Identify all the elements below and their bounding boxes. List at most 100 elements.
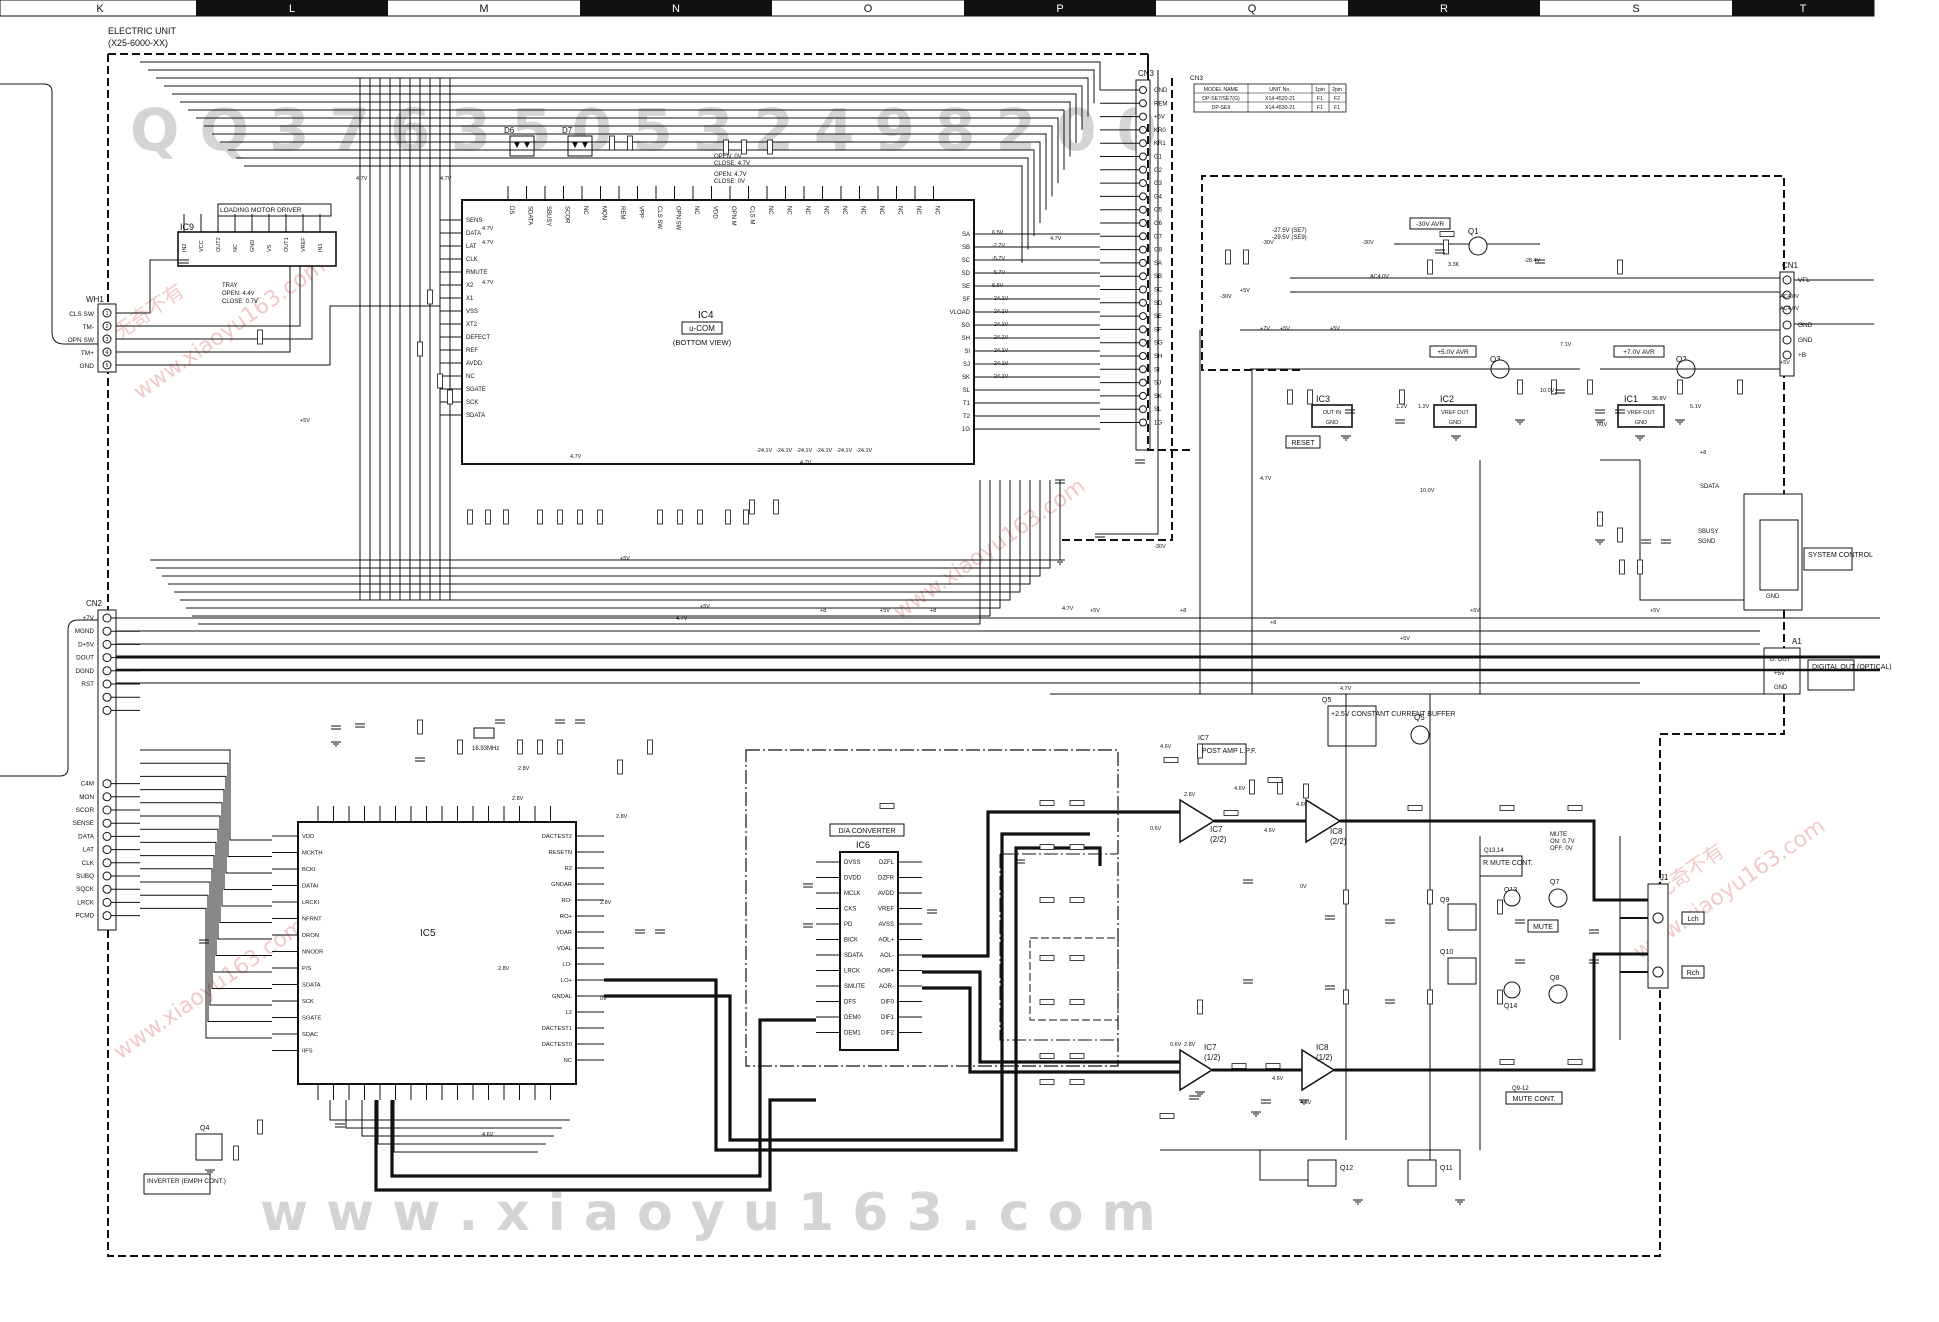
a1-function: DIGITAL OUT (OPTICAL) bbox=[1812, 664, 1892, 671]
col-T: T bbox=[1800, 3, 1807, 15]
table-header: 1pin bbox=[1315, 87, 1325, 93]
a1-pin: GND bbox=[1774, 685, 1788, 691]
ic5-pin: RESETN bbox=[548, 850, 572, 856]
wire bbox=[140, 762, 272, 857]
voltage-label: 5.1V bbox=[1690, 404, 1702, 410]
wire bbox=[377, 1100, 546, 1145]
ic6-pin: PD bbox=[844, 922, 853, 928]
voltage-label: 1.2V bbox=[1396, 404, 1408, 410]
ic6-pin: AOL+ bbox=[878, 938, 894, 944]
voltage-label: AC4.0V bbox=[1780, 294, 1799, 300]
wire bbox=[140, 894, 272, 1022]
ic9-pin: GND bbox=[250, 240, 256, 252]
wire bbox=[196, 117, 1059, 184]
voltage-label: +8 bbox=[1270, 620, 1276, 626]
voltage-label: 2.8V bbox=[1184, 1042, 1196, 1048]
ic4-pin: RMUTE bbox=[466, 270, 487, 276]
ic4-pin: NC bbox=[934, 206, 940, 215]
ic6-pin: AVDD bbox=[878, 891, 895, 897]
wire bbox=[329, 1100, 570, 1121]
wire bbox=[164, 85, 1083, 130]
ic6-pin: DFS bbox=[844, 1000, 856, 1006]
cn2-pin: SQCK bbox=[76, 886, 95, 893]
voltage-label: 2.8V bbox=[1184, 792, 1196, 798]
ic4-label: IC4 bbox=[698, 310, 714, 321]
ic4-pin: VDD bbox=[712, 206, 718, 219]
cn3-pin: +5V bbox=[1154, 115, 1165, 121]
voltage-label: 2.8V bbox=[518, 766, 530, 772]
voltage-label: -30V bbox=[1220, 294, 1232, 300]
voltage-label: 4.7V bbox=[1340, 686, 1352, 692]
wh1-pin: OPN SW bbox=[68, 337, 95, 344]
voltage-label: +5V bbox=[1090, 608, 1100, 614]
ic4-pin: X2 bbox=[466, 283, 474, 289]
wire bbox=[140, 868, 272, 989]
wire bbox=[162, 480, 1041, 577]
ic5-pin: NC bbox=[564, 1058, 572, 1064]
ic5-pin: SDATA bbox=[302, 983, 321, 989]
voltage-label: 4.6V bbox=[1272, 1076, 1284, 1082]
ic4-pin: SD bbox=[962, 271, 971, 277]
ic5-pin: DATAI bbox=[302, 884, 319, 890]
mute-note: OFF: 0V bbox=[1550, 846, 1573, 852]
ic9-function: LOADING MOTOR DRIVER bbox=[220, 207, 302, 214]
voltage-label: -24.1V bbox=[992, 361, 1009, 367]
ic4-pin: REM bbox=[619, 206, 625, 219]
svg-text:3: 3 bbox=[105, 337, 108, 343]
ic4-view: (BOTTOM VIEW) bbox=[673, 338, 732, 347]
table-cell: F2 bbox=[1334, 96, 1340, 102]
cn2-pin: +7V bbox=[83, 615, 95, 622]
ic6-pin: AOL- bbox=[880, 953, 894, 959]
ic7-unit: (1/2) bbox=[1204, 1053, 1221, 1062]
ic7-function: POST AMP L.P.F. bbox=[1202, 748, 1257, 755]
cn2-pin: PCMD bbox=[75, 913, 94, 920]
power-section: -30V AVR Q1 -27.5V (SE7) -29.5V (SE9) +5… bbox=[1240, 217, 1790, 449]
wh1-pin: TM- bbox=[82, 324, 94, 331]
ic2-label: IC2 bbox=[1440, 394, 1454, 404]
ic4-pin: NC bbox=[915, 206, 921, 215]
ic4-note: CLOSE: 4.7V bbox=[714, 161, 750, 167]
a1-pin: +5V bbox=[1774, 671, 1785, 677]
cn2-pin: LRCK bbox=[77, 899, 95, 906]
ic6-pin: AOR- bbox=[879, 984, 894, 990]
svg-text:IC7: IC7 bbox=[1204, 1043, 1217, 1052]
ic6-function: D/A CONVERTER bbox=[838, 828, 895, 835]
wire bbox=[220, 141, 1041, 223]
j1-output: Lch bbox=[1687, 916, 1698, 923]
table-cell: F1 bbox=[1317, 96, 1323, 102]
cn3-pin: GND bbox=[1154, 88, 1168, 94]
wire bbox=[140, 61, 1101, 90]
wire bbox=[140, 749, 272, 841]
ic5-pin: L2 bbox=[566, 1010, 572, 1016]
ic6-pin: DIF2 bbox=[881, 1031, 895, 1037]
ic9-pin: IN1 bbox=[318, 243, 324, 252]
wire bbox=[116, 266, 291, 353]
cn2-pin: SENSE bbox=[73, 820, 94, 827]
svg-text:1: 1 bbox=[105, 311, 108, 317]
cn3-pin: REM bbox=[1154, 101, 1167, 107]
ic4-pin: NC bbox=[466, 374, 475, 380]
wire bbox=[174, 480, 1021, 593]
cn3-model-table: CN3 MODEL NAME UNIT No. 1pin 2pin DP-SE7… bbox=[1190, 75, 1347, 113]
voltage-label: +5V bbox=[1470, 608, 1480, 614]
q9-12-function: MUTE CONT. bbox=[1513, 1096, 1556, 1103]
j2-pin: SGND bbox=[1698, 539, 1716, 545]
ic9-note: OPEN: 4.4V bbox=[222, 291, 255, 297]
ic5-pin: R2 bbox=[565, 866, 572, 872]
mute-section: R MUTE CONT. Q13,14 Q13 Q14 Q7 Q8 MUTE M… bbox=[1307, 832, 1575, 1187]
col-P: P bbox=[1056, 3, 1063, 15]
voltage-label: 4.7V bbox=[356, 176, 368, 182]
voltage-label: -5.7V bbox=[992, 256, 1005, 262]
wire bbox=[140, 802, 272, 907]
col-L: L bbox=[289, 3, 295, 15]
wire bbox=[168, 480, 1031, 585]
voltage-label: +5V bbox=[1240, 288, 1250, 294]
ic4-pin: AVDD bbox=[466, 361, 483, 367]
wire bbox=[604, 832, 1090, 1142]
a1-pin: D. OUT bbox=[1770, 657, 1791, 663]
ic6-pin: MCLK bbox=[844, 891, 861, 897]
voltage-label: +5V bbox=[1280, 326, 1290, 332]
ic4-function: u-COM bbox=[689, 324, 715, 333]
ic4-pin: NC bbox=[878, 206, 884, 215]
voltage-label: -24.1V bbox=[992, 335, 1009, 341]
